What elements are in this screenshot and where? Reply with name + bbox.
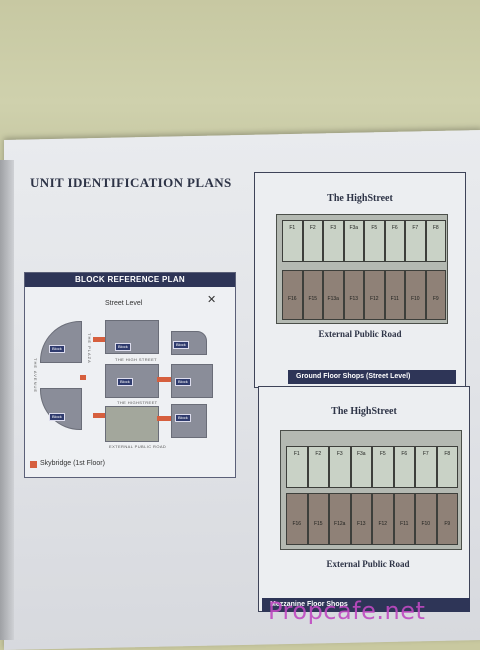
- skybridge: [93, 337, 105, 342]
- block-reference-plan: BLOCK REFERENCE PLAN Street Level ✕ Bloc…: [24, 272, 236, 478]
- skybridge-legend-swatch: [30, 461, 37, 468]
- unit-cell: F8: [436, 446, 458, 488]
- block-middle-top: [105, 320, 159, 354]
- block-left-bottom: [40, 388, 82, 430]
- page-title: UNIT IDENTIFICATION PLANS: [30, 175, 232, 190]
- unit-cell: F11: [384, 270, 405, 320]
- mezzanine-caption: Mezzanine Floor Shops: [262, 598, 470, 612]
- skybridge: [157, 416, 171, 421]
- skybridge: [157, 377, 171, 382]
- unit-cell: F8: [425, 220, 446, 262]
- unit-cell: F6: [393, 446, 415, 488]
- block-tag: Block: [175, 414, 191, 422]
- block-tag: Block: [49, 345, 65, 353]
- ground-floor-title: The HighStreet: [327, 193, 393, 204]
- page-edge: [0, 160, 14, 640]
- unit-cell: F2: [307, 446, 329, 488]
- unit-cell: F13a: [323, 270, 344, 320]
- unit-cell: F12: [364, 270, 385, 320]
- block-tag: Block: [115, 343, 131, 351]
- unit-cell: F16: [286, 493, 308, 545]
- road-external-public: EXTERNAL PUBLIC ROAD: [109, 444, 167, 449]
- unit-cell: F9: [436, 493, 458, 545]
- road-high-street-mid: THE HIGHSTREET: [117, 400, 158, 405]
- road-high-street-top: THE HIGH STREET: [115, 357, 158, 362]
- ground-floor-road-label: External Public Road: [318, 329, 402, 339]
- unit-cell: F3a: [343, 220, 364, 262]
- unit-cell: F13: [343, 270, 364, 320]
- unit-cell: F3a: [350, 446, 372, 488]
- unit-cell: F12: [372, 493, 394, 545]
- skybridge: [93, 413, 105, 418]
- unit-cell: F9: [425, 270, 446, 320]
- road-the-plaza: THE PLAZA: [87, 333, 92, 364]
- unit-cell: F1: [286, 446, 308, 488]
- unit-cell: F10: [415, 493, 437, 545]
- mezzanine-title: The HighStreet: [331, 406, 397, 417]
- unit-cell: F3: [323, 220, 344, 262]
- unit-cell: F2: [302, 220, 323, 262]
- unit-cell: F7: [415, 446, 437, 488]
- unit-cell: F10: [405, 270, 426, 320]
- north-arrow-icon: ✕: [207, 293, 217, 306]
- block-tag: Block: [49, 413, 65, 421]
- ground-floor-caption: Ground Floor Shops (Street Level): [288, 370, 456, 384]
- skybridge-legend-label: Skybridge (1st Floor): [40, 460, 105, 467]
- block-reference-title: BLOCK REFERENCE PLAN: [25, 273, 235, 287]
- skybridge: [80, 375, 86, 380]
- unit-cell: F11: [393, 493, 415, 545]
- street-level-label: Street Level: [105, 300, 143, 307]
- block-tag: Block: [173, 341, 189, 349]
- unit-cell: F15: [302, 270, 323, 320]
- mezzanine-road-label: External Public Road: [326, 559, 410, 569]
- block-tag: Block: [117, 378, 133, 386]
- unit-cell: F3: [329, 446, 351, 488]
- unit-cell: F15: [307, 493, 329, 545]
- unit-cell: F7: [405, 220, 426, 262]
- watermark: Propcafe.net: [268, 597, 426, 625]
- unit-cell: F5: [372, 446, 394, 488]
- unit-cell: F1: [282, 220, 303, 262]
- unit-cell: F5: [364, 220, 385, 262]
- unit-cell: F16: [282, 270, 303, 320]
- unit-cell: F6: [384, 220, 405, 262]
- block-tag: Block: [175, 378, 191, 386]
- block-highstreet-shops: [105, 406, 159, 442]
- unit-cell: F12a: [329, 493, 351, 545]
- unit-cell: F13: [350, 493, 372, 545]
- road-the-avenue: THE AVENUE: [33, 358, 38, 394]
- block-left-top: [40, 321, 82, 363]
